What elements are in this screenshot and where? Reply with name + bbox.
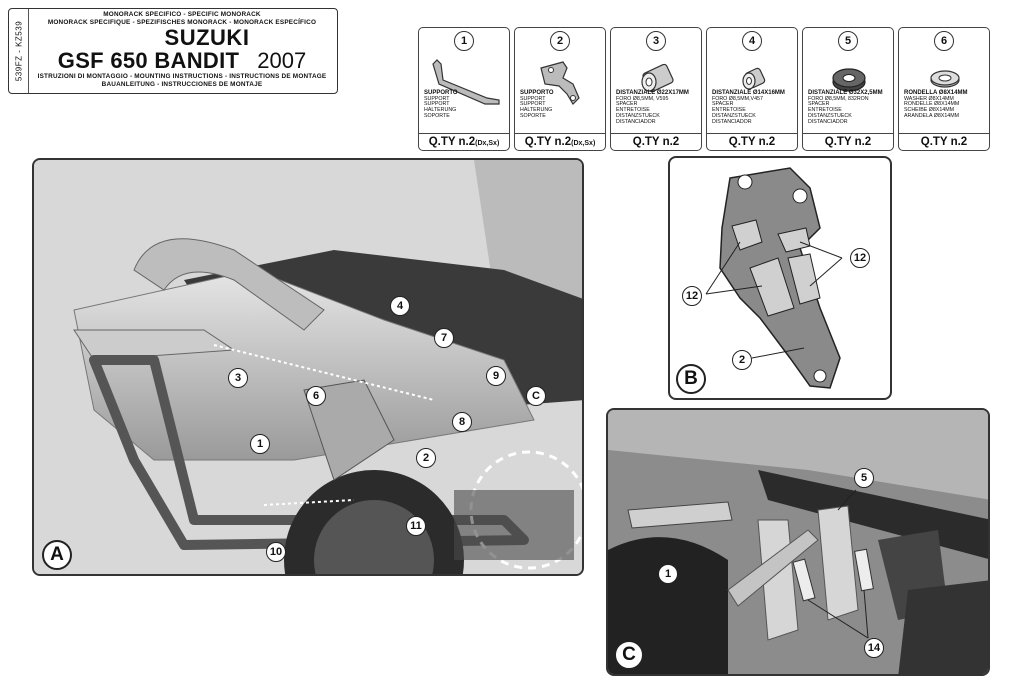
panel-b-drawing: 12 12 2 B — [668, 156, 892, 400]
part-card-3: 3 DISTANZIALE Ø22x17mm Foro Ø8,5mm, V595… — [610, 27, 702, 151]
callout-14: 14 — [864, 638, 884, 658]
callout-8: 8 — [452, 412, 472, 432]
instructions-line-1: ISTRUZIONI DI MONTAGGIO - MOUNTING INSTR… — [37, 73, 327, 80]
part-quantity: Q.TY n.2 — [899, 133, 989, 150]
part-number: 6 — [934, 31, 954, 51]
panel-c-photo: 1 5 14 C — [606, 408, 990, 676]
part-number: 1 — [454, 31, 474, 51]
panel-a-label: A — [42, 540, 72, 570]
callout-11: 11 — [406, 516, 426, 536]
callout-3: 3 — [228, 368, 248, 388]
callout-7: 7 — [434, 328, 454, 348]
bracket-adhesive-illustration — [705, 167, 843, 389]
callout-4: 4 — [390, 296, 410, 316]
part-card-6: 6 RONDELLA Ø8x14mm WASHER Ø8x14mmRONDELL… — [898, 27, 990, 151]
part-number: 4 — [742, 31, 762, 51]
rubber-spacer-icon — [832, 68, 866, 92]
support-bar-icon — [432, 59, 500, 105]
callout-9: 9 — [486, 366, 506, 386]
monorack-line-1: MONORACK SPECIFICO - SPECIFIC MONORACK — [103, 11, 261, 18]
callout-5: 5 — [854, 468, 874, 488]
kit-code-strip: 539FZ - KZ539 — [9, 9, 29, 93]
motorcycle-rear-illustration — [34, 160, 582, 574]
model-year: 2007 — [257, 48, 307, 73]
callout-1: 1 — [658, 564, 678, 584]
spacer-short-icon — [742, 67, 766, 90]
panel-a-photo: 4 7 3 6 9 8 C 1 2 11 10 A — [32, 158, 584, 576]
model-name: GSF 650 BANDIT — [57, 48, 240, 73]
frame-detail-illustration — [608, 410, 988, 674]
part-card-5: 5 DISTANZIALE Ø32x2,5mm Foro Ø8,5mm, 832… — [802, 27, 894, 151]
callout-12-right: 12 — [850, 248, 870, 268]
kit-code: 539FZ - KZ539 — [14, 20, 23, 82]
instructions-line-2: BAUANLEITUNG - INSTRUCCIONES DE MONTAJE — [101, 81, 263, 88]
part-description: DISTANZIALE Ø22x17mm Foro Ø8,5mm, V595SP… — [616, 90, 689, 125]
support-bracket-icon — [540, 61, 580, 105]
part-card-4: 4 DISTANZIALE Ø14x16mm Foro Ø8,5mm,V457S… — [706, 27, 798, 151]
callout-2: 2 — [732, 350, 752, 370]
title-block: 539FZ - KZ539 MONORACK SPECIFICO - SPECI… — [8, 8, 338, 94]
callout-2: 2 — [416, 448, 436, 468]
part-description: DISTANZIALE Ø32x2,5mm Foro Ø8,5mm, 832RO… — [808, 90, 883, 125]
callout-c: C — [526, 386, 546, 406]
brand-name: SUZUKI — [164, 25, 250, 50]
part-description: RONDELLA Ø8x14mm WASHER Ø8x14mmRONDELLE … — [904, 90, 968, 119]
part-number: 3 — [646, 31, 666, 51]
callout-1: 1 — [250, 434, 270, 454]
part-description: DISTANZIALE Ø14x16mm Foro Ø8,5mm,V457SPA… — [712, 90, 785, 125]
part-number: 5 — [838, 31, 858, 51]
part-quantity: Q.TY n.2(Dx,Sx) — [419, 133, 509, 150]
panel-b-label: B — [676, 364, 706, 394]
callout-12-left: 12 — [682, 286, 702, 306]
spacer-long-icon — [641, 63, 674, 93]
monorack-line-2: MONORACK SPECIFIQUE - SPEZIFISCHES MONOR… — [47, 19, 317, 26]
callout-6: 6 — [306, 386, 326, 406]
part-quantity: Q.TY n.2 — [707, 133, 797, 150]
part-quantity: Q.TY n.2 — [803, 133, 893, 150]
part-quantity: Q.TY n.2(Dx,Sx) — [515, 133, 605, 150]
panel-c-label: C — [614, 640, 644, 670]
callout-10: 10 — [266, 542, 286, 562]
part-quantity: Q.TY n.2 — [611, 133, 701, 150]
washer-icon — [930, 70, 960, 88]
part-number: 2 — [550, 31, 570, 51]
